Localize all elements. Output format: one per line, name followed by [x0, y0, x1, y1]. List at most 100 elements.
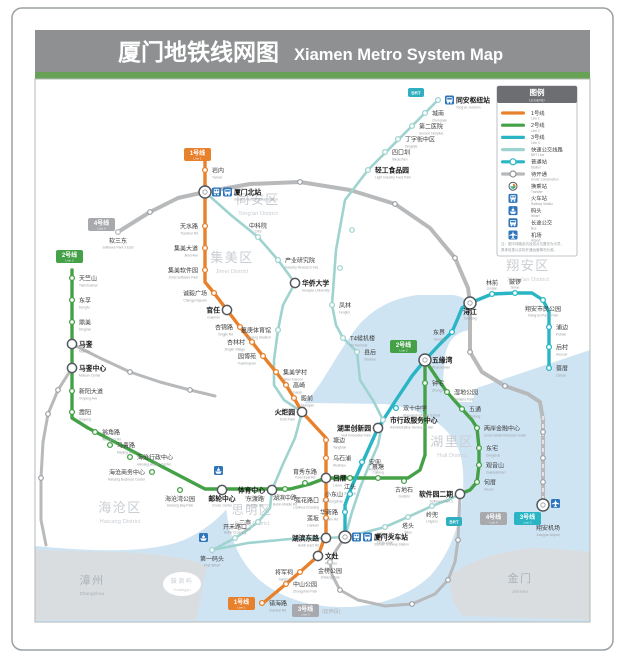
- station-dot-江头[interactable]: [346, 474, 354, 482]
- station-dot-岭兜[interactable]: [428, 502, 436, 510]
- station-dot-马銮中心[interactable]: [66, 362, 78, 374]
- station-dot-新阳大道[interactable]: [68, 387, 76, 395]
- station-dot-湿地公园[interactable]: [443, 388, 451, 396]
- station-dot-霞阳[interactable]: [68, 408, 76, 416]
- station-dot-金榜公园[interactable]: [326, 558, 334, 566]
- station-dot-城南[interactable]: [421, 109, 429, 117]
- station-dot-第一码头[interactable]: [208, 546, 216, 554]
- station-dot-官任[interactable]: [221, 304, 233, 316]
- station-dot-园博苑[interactable]: [259, 352, 267, 360]
- station-dot-东界[interactable]: [448, 328, 456, 336]
- station-dot-天竺山[interactable]: [68, 274, 76, 282]
- station-dot-蔡厝[interactable]: [545, 364, 553, 372]
- svg-text:东孚: 东孚: [79, 296, 91, 304]
- station-dot-马銮[interactable]: [66, 338, 78, 350]
- station-dot-莲坂[interactable]: [322, 514, 330, 522]
- station-dot-开禾路口[interactable]: [231, 534, 239, 542]
- station-dot-中山公园[interactable]: [282, 580, 290, 588]
- station-dot-杏锦路[interactable]: [236, 323, 244, 331]
- svg-text:Haicang Bay Park: Haicang Bay Park: [167, 504, 194, 508]
- station-dot-塔头[interactable]: [404, 513, 412, 521]
- svg-text:诚毅广场: 诚毅广场: [183, 289, 207, 297]
- station-dot-海沧湾公园[interactable]: [176, 486, 184, 494]
- station-dot-集美大道[interactable]: [201, 244, 209, 252]
- station-dot-湖里创新园[interactable]: [372, 422, 384, 434]
- station-dot-厦门火车站[interactable]: [338, 530, 352, 544]
- station-dot-丁字街中区[interactable]: [394, 135, 402, 143]
- station-dot-海沧行政中心[interactable]: [126, 453, 134, 461]
- station-dot-轻工食品园[interactable]: [364, 166, 372, 174]
- station-dot-华侨大学[interactable]: [289, 277, 301, 289]
- station-dot-产业研究院[interactable]: [274, 256, 282, 264]
- station-dot-第二医院[interactable]: [408, 122, 416, 130]
- station-dot-同安枢纽站[interactable]: [434, 96, 442, 104]
- station-dot-观音山[interactable]: [475, 461, 483, 469]
- station-dot-海沧商务中心[interactable]: [148, 468, 156, 476]
- station-dot-何厝[interactable]: [473, 478, 481, 486]
- station-dot-马青路[interactable]: [106, 441, 114, 449]
- station-dot-吕厝[interactable]: [320, 472, 332, 484]
- station-dot-小东山[interactable]: [346, 490, 354, 498]
- station-dot-曾厝垵[interactable]: [381, 523, 389, 531]
- station-dot-软件园二期[interactable]: [454, 488, 466, 500]
- station-dot-湖滨东路[interactable]: [320, 532, 332, 544]
- station-dot-诚毅广场[interactable]: [210, 289, 218, 297]
- station-dot-高崎[interactable]: [282, 381, 290, 389]
- svg-text:海沧行政中心: 海沧行政中心: [137, 453, 173, 461]
- station-dot-莲花路口[interactable]: [322, 496, 330, 504]
- station-dot-浦边[interactable]: [545, 323, 553, 331]
- station-dot-体育中心[interactable]: [266, 484, 278, 496]
- station-dot-蔡塘[interactable]: [374, 474, 382, 482]
- station-dot-岩内[interactable]: [201, 166, 209, 174]
- station-dot-鼓锣[interactable]: [511, 289, 519, 297]
- svg-text:快速公交线路: 快速公交线路: [531, 145, 563, 153]
- station-dot-文灶[interactable]: [312, 550, 324, 562]
- station-dot-湖滨中路[interactable]: [281, 485, 289, 493]
- station-dot-市行政服务中心[interactable]: [379, 416, 387, 424]
- station-dot-厦门北站[interactable]: [198, 185, 212, 199]
- minor-station-dot: [45, 411, 51, 417]
- station-dot-东宅[interactable]: [475, 444, 483, 452]
- station-dot-塘边[interactable]: [322, 436, 330, 444]
- station-dot-集美软件园[interactable]: [201, 266, 209, 274]
- station-dot-四口圳[interactable]: [381, 148, 389, 156]
- station-dot-二市[interactable]: [254, 518, 262, 526]
- station-dot-林前[interactable]: [488, 290, 496, 298]
- station-dot-钟宅[interactable]: [421, 379, 429, 387]
- station-dot-双十中学[interactable]: [392, 404, 400, 412]
- station-dot-两岸金融中心[interactable]: [473, 424, 481, 432]
- station-dot-邮轮中心[interactable]: [216, 484, 228, 496]
- station-dot-中科院[interactable]: [254, 233, 262, 241]
- station-dot-凤林[interactable]: [328, 301, 336, 309]
- station-dot-T4候机楼[interactable]: [339, 334, 347, 342]
- station-dot-五缘湾[interactable]: [418, 353, 432, 367]
- station-dot-软三东[interactable]: [114, 228, 122, 236]
- station-dot-火炬园[interactable]: [296, 406, 308, 418]
- station-dot-殿前[interactable]: [290, 394, 298, 402]
- station-dot-杏林村[interactable]: [248, 338, 256, 346]
- station-dot-东孚[interactable]: [68, 296, 76, 304]
- station-dot-将军祠[interactable]: [296, 568, 304, 576]
- station-dot-镇海路[interactable]: [258, 599, 266, 607]
- station-dot-华新路[interactable]: [341, 508, 349, 516]
- station-dot-鼎美[interactable]: [68, 318, 76, 326]
- station-dot-育秀东路[interactable]: [301, 479, 309, 487]
- station-dot-集美学村[interactable]: [272, 368, 280, 376]
- svg-text:Xiaodongshan: Xiaodongshan: [322, 499, 343, 503]
- station-dot-嘉庚体育馆[interactable]: [274, 326, 282, 334]
- station-dot-天水路[interactable]: [201, 222, 209, 230]
- station-dot-安兜[interactable]: [358, 458, 366, 466]
- station-dot-五通[interactable]: [458, 405, 466, 413]
- station-dot-东渡路[interactable]: [251, 486, 259, 494]
- station-dot-古地石[interactable]: [400, 477, 408, 485]
- station-dot-浔江[interactable]: [463, 296, 477, 310]
- station-dot-翔安市民公园[interactable]: [539, 296, 547, 304]
- station-dot-翁角路[interactable]: [91, 428, 99, 436]
- station-dot-乌石浦[interactable]: [322, 454, 330, 462]
- station-dot-翔安机场[interactable]: [536, 498, 550, 512]
- station-dot-县后[interactable]: [353, 348, 361, 356]
- station-dot-后村[interactable]: [545, 343, 553, 351]
